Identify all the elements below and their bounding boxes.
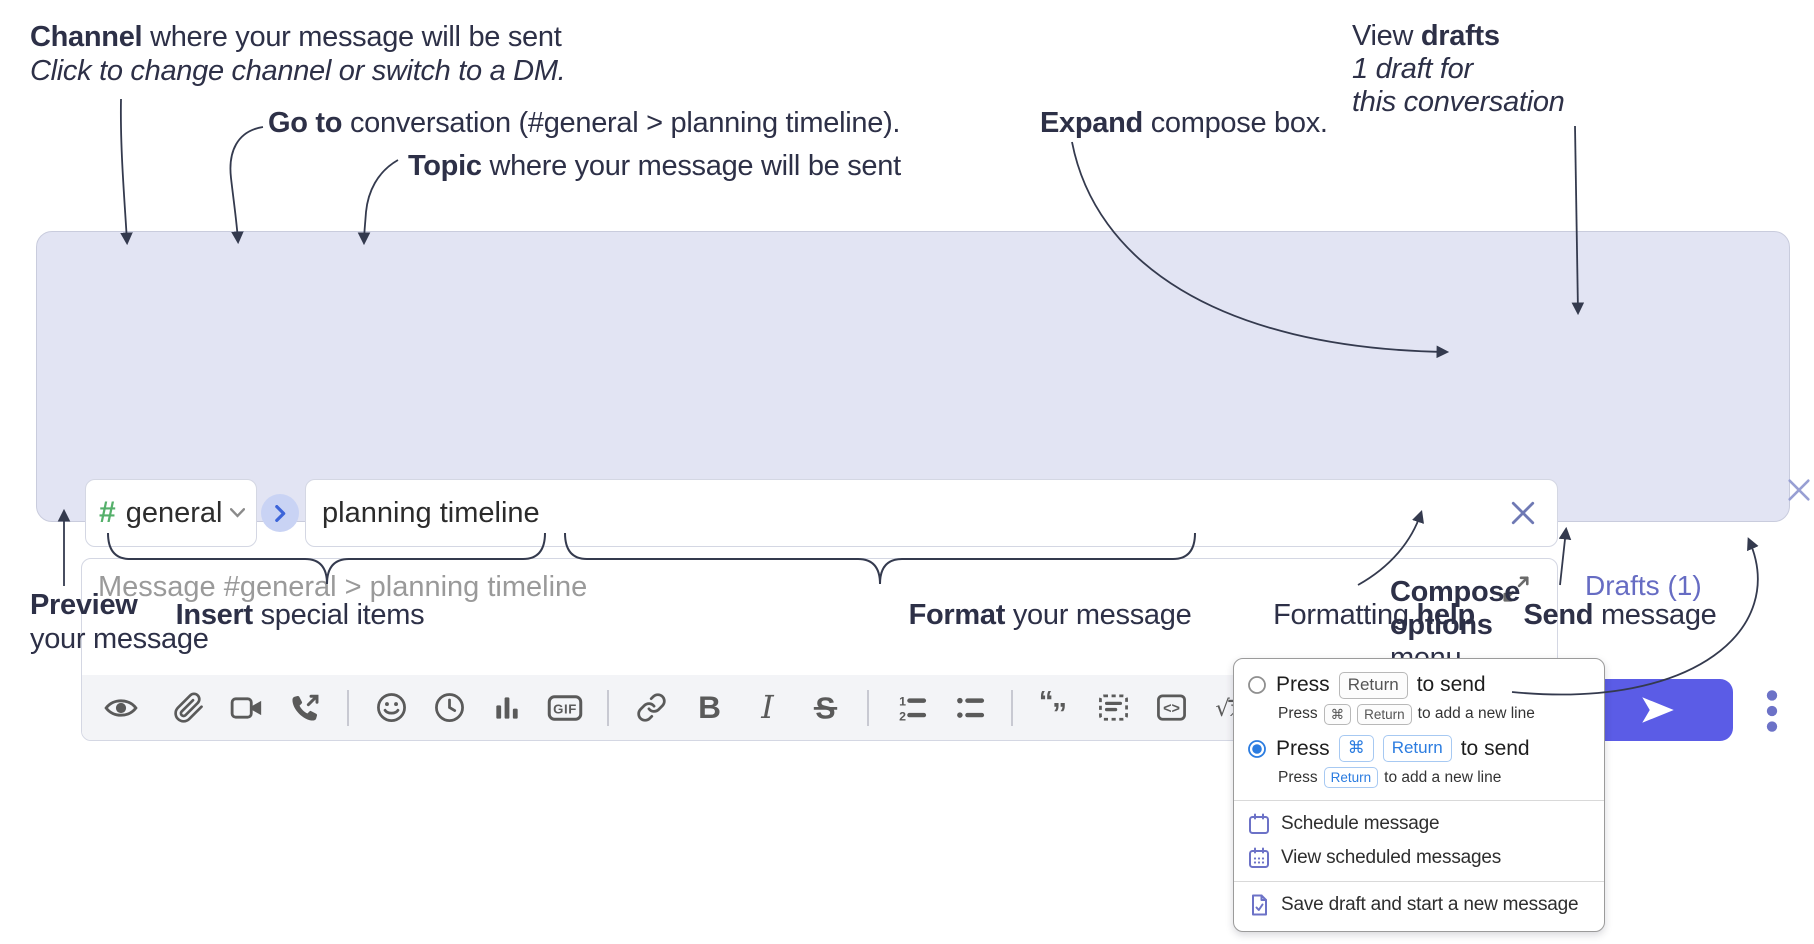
compose-options-button[interactable] [1753,688,1791,734]
voice-call-button[interactable] [282,682,328,734]
menu-divider [1234,881,1604,883]
close-icon [1511,501,1535,525]
chevron-right-icon [274,504,285,522]
annotation-channel: Channel where your message will be sent … [30,21,566,87]
arrow-goto [229,126,264,245]
bulleted-list-icon [956,697,984,718]
svg-text:“: “ [1039,691,1054,718]
file-check-icon [1252,894,1267,916]
compose-box: # general [36,231,1810,741]
quote-icon: “ ” [1039,691,1067,725]
close-icon [1788,479,1810,501]
radio-selected-icon [1248,739,1266,758]
menu-divider [1234,800,1604,802]
menu-item-view-scheduled-messages[interactable]: View scheduled messages [1234,841,1604,875]
bold-icon: B [698,691,721,724]
calendar-grid-icon [1249,847,1269,869]
toolbar-divider [347,689,349,726]
topic-input[interactable] [305,479,1558,547]
svg-text:1: 1 [899,694,906,708]
bold-button[interactable]: B [686,682,732,734]
bulleted-list-button[interactable] [946,682,992,734]
annotation-preview: Preview your message [30,589,209,655]
svg-text:GIF: GIF [553,701,577,716]
toolbar-divider [607,689,609,726]
video-call-button[interactable] [224,682,270,734]
topic-clear-button[interactable] [1505,495,1541,531]
option-enter-to-send[interactable]: Press Return to send [1234,668,1604,703]
menu-item-schedule-message[interactable]: Schedule message [1234,807,1604,841]
eye-icon [104,698,138,717]
phone-call-icon [292,694,319,721]
channel-name: general [125,496,223,529]
go-to-conversation-button[interactable] [261,494,299,532]
cmd-key: ⌘ [1338,735,1374,762]
svg-text:<>: <> [1163,701,1180,717]
spoiler-button[interactable] [1090,682,1136,734]
menu-item-save-draft-new-message[interactable]: Save draft and start a new message [1234,888,1604,922]
vertical-dots-icon [1766,690,1778,732]
italic-icon: I [760,691,774,724]
quote-button[interactable]: “ ” [1032,682,1078,734]
paperclip-icon [174,692,203,723]
send-button[interactable] [1583,679,1733,741]
return-key: Return [1323,766,1379,789]
annotation-topic: Topic where your message will be sent [408,150,901,182]
strikethrough-icon: S [813,693,837,724]
return-key: Return [1382,735,1452,762]
numbered-list-button[interactable]: 1 2 [888,682,934,734]
annotation-insert: Insert special items [175,599,425,631]
option-enter-sub: Press ⌘ Return to add a new line [1234,703,1604,732]
svg-text:I: I [760,691,774,724]
video-camera-icon [230,696,262,719]
annotation-formatting-help: Formatting help [1273,599,1475,631]
spoiler-icon [1098,694,1128,721]
link-icon [636,693,666,722]
italic-button[interactable]: I [744,682,790,734]
arrow-channel [119,98,133,246]
compose-options-popup: Press Return to send Press ⌘ Return to a… [1233,658,1605,933]
toolbar-divider [1011,689,1013,726]
option-cmd-enter-sub: Press Return to add a new line [1234,766,1604,795]
preview-button[interactable] [98,682,144,734]
return-key: Return [1357,703,1412,726]
poll-button[interactable] [484,682,530,734]
code-icon: <> [1156,694,1186,721]
return-key: Return [1338,672,1408,699]
send-icon [1642,697,1674,723]
strikethrough-button[interactable]: S [802,682,848,734]
clock-icon [434,693,464,722]
annotation-goto: Go to conversation (#general > planning … [268,107,901,139]
compose-close-button[interactable] [1781,472,1814,508]
bar-chart-icon [496,696,518,719]
smiley-icon [376,693,406,722]
emoji-button[interactable] [368,682,414,734]
arrow-send [1558,526,1572,586]
gif-icon: GIF [547,694,583,721]
channel-hash-icon: # [99,496,116,529]
annotation-format: Format your message [908,599,1192,631]
annotation-expand: Expand compose box. [1040,107,1328,139]
cmd-key: ⌘ [1323,703,1352,726]
code-button[interactable]: <> [1148,682,1194,734]
svg-text:2: 2 [899,710,906,724]
gif-button[interactable]: GIF [542,682,588,734]
global-time-button[interactable] [426,682,472,734]
link-button[interactable] [628,682,674,734]
svg-text:”: ” [1052,697,1067,724]
annotation-channel-sub: Click to change channel or switch to a D… [30,55,566,87]
arrow-topic [357,159,399,246]
radio-unselected-icon [1248,676,1266,695]
channel-selector[interactable]: # general [85,479,257,547]
annotation-send: Send message [1523,599,1717,631]
annotation-channel-bold: Channel [30,21,143,53]
option-cmd-enter-to-send[interactable]: Press ⌘ Return to send [1234,731,1604,766]
toolbar-divider [867,689,869,726]
attach-file-button[interactable] [166,682,212,734]
chevron-down-icon [230,508,246,518]
calendar-icon [1249,813,1269,835]
svg-text:B: B [698,691,721,724]
numbered-list-icon: 1 2 [899,694,926,724]
annotation-view-drafts: View drafts 1 draft for this conversatio… [1352,20,1565,118]
